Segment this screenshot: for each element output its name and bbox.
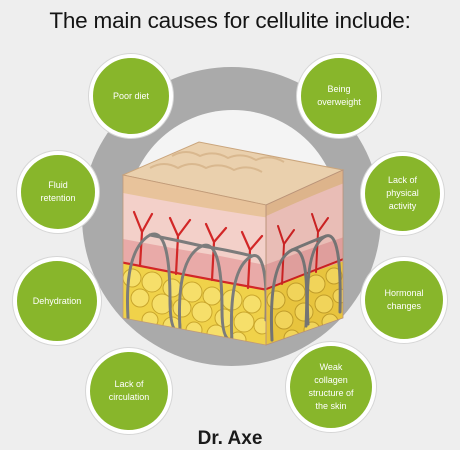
cause-label: Hormonal <box>384 288 424 298</box>
cause-label: activity <box>388 201 417 211</box>
cause-label: changes <box>386 301 421 311</box>
cause-label: structure of <box>308 388 354 398</box>
cause-label: Dehydration <box>32 295 82 306</box>
cause-label: Weak <box>319 362 343 372</box>
cause-label: circulation <box>108 392 150 402</box>
cause-label: Poor diet <box>112 90 150 101</box>
cause-weak-collagen: Weak collagen structure of the skin <box>286 342 376 432</box>
cause-label: Fluid <box>48 180 68 190</box>
cause-dehydration: Dehydration <box>13 257 101 345</box>
cause-label: Being <box>327 84 351 94</box>
cause-lack-of-circulation: Lack of circulation <box>86 348 172 434</box>
cause-label: Lack of <box>387 175 417 185</box>
cause-lack-of-physical-activity: Lack of physical activity <box>361 152 444 235</box>
brand-logo-text: Dr. Axe <box>197 428 263 449</box>
cause-label: Lack of <box>114 379 144 389</box>
page-title: The main causes for cellulite include: <box>49 8 411 33</box>
cause-fluid-retention: Fluid retention <box>17 151 99 233</box>
cause-being-overweight: Being overweight <box>297 54 381 138</box>
cause-label: collagen <box>314 375 348 385</box>
cause-label: overweight <box>317 97 361 107</box>
cause-hormonal-changes: Hormonal changes <box>361 257 447 343</box>
cause-label: retention <box>40 193 76 203</box>
cause-poor-diet: Poor diet <box>89 54 173 138</box>
cause-label: the skin <box>315 401 347 411</box>
cause-label: physical <box>386 188 419 198</box>
